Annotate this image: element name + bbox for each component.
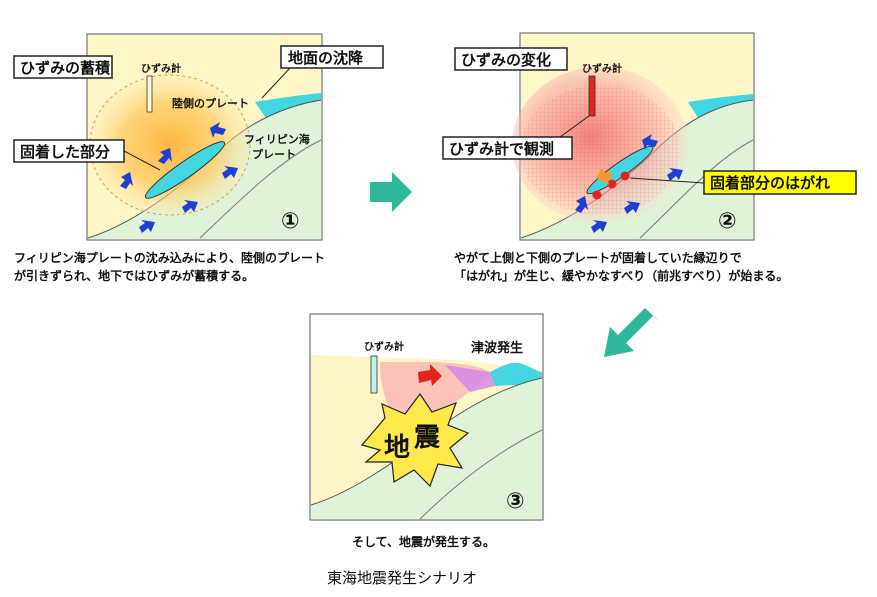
strainmeter bbox=[370, 355, 378, 394]
label-observe: ひずみ計で観測 bbox=[449, 140, 554, 158]
caption-1-line-2: が引きずられ、地下ではひずみが蓄積する。 bbox=[14, 268, 254, 283]
earthquake-burst bbox=[360, 392, 470, 488]
blue-arrow bbox=[120, 172, 133, 189]
blue-arrow bbox=[667, 168, 683, 181]
peeling-point bbox=[592, 190, 602, 200]
caption-2-line-2: 「はがれ」が生じ、緩やかなすべり（前兆すべり）が始まる。 bbox=[454, 268, 788, 283]
label-box bbox=[13, 55, 113, 79]
panel-2: ひずみの変化 ひずみ計 ひずみ計で観測 固着部分のはがれ ② やがて上側と下側の… bbox=[442, 32, 857, 283]
blue-arrow bbox=[139, 220, 155, 233]
slip-arrow bbox=[418, 364, 442, 386]
blue-arrow bbox=[624, 201, 640, 214]
label-strainmeter: ひずみ計 bbox=[141, 62, 181, 75]
locked-zone bbox=[144, 141, 226, 199]
label-box bbox=[454, 47, 568, 71]
orange-arrow bbox=[596, 168, 612, 185]
label-tsunami: 津波発生 bbox=[471, 340, 523, 356]
flow-arrow-right bbox=[370, 172, 412, 212]
blue-arrow bbox=[575, 196, 588, 213]
blue-arrow bbox=[158, 148, 172, 164]
label-locked: 固着した部分 bbox=[20, 143, 110, 161]
panel-3: 地 震 ひずみ計 津波発生 ③ そして、地震が発生する。 bbox=[309, 313, 544, 549]
blue-arrow bbox=[210, 122, 226, 138]
label-land-plate: 陸側のプレート bbox=[172, 96, 249, 110]
peeling-point bbox=[607, 179, 617, 189]
panel-number-3: ③ bbox=[506, 489, 525, 514]
tsunami-wave bbox=[490, 362, 542, 386]
blue-arrow bbox=[222, 166, 238, 179]
label-strainmeter: ひずみ計 bbox=[582, 62, 622, 75]
label-strain-change: ひずみの変化 bbox=[461, 51, 551, 69]
label-quake-2: 震 bbox=[414, 423, 441, 453]
label-philippine-2: プレート bbox=[252, 147, 296, 161]
label-quake-1: 地 bbox=[384, 433, 410, 463]
blue-arrow bbox=[182, 200, 198, 213]
flow-arrow-down-left bbox=[604, 308, 660, 357]
caption-1-line-1: フィリピン海プレートの沈み込みにより、陸側のプレート bbox=[14, 250, 325, 265]
label-subsidence: 地面の沈降 bbox=[288, 49, 364, 67]
panel-number-1: ① bbox=[281, 209, 300, 234]
panel-number-2: ② bbox=[718, 209, 737, 234]
panel-1: ひずみの蓄積 ひずみ計 地面の沈降 陸側のプレート フィリピン海 プレート 固着… bbox=[13, 33, 384, 283]
label-peeling: 固着部分のはがれ bbox=[710, 174, 830, 192]
label-box bbox=[280, 45, 384, 69]
label-strainmeter: ひずみ計 bbox=[364, 340, 404, 353]
label-box bbox=[442, 136, 573, 160]
peeling-point bbox=[620, 171, 630, 181]
strainmeter bbox=[146, 75, 153, 113]
label-philippine-1: フィリピン海 bbox=[244, 132, 310, 146]
uplift-zone bbox=[445, 365, 495, 392]
label-strain-accum: ひずみの蓄積 bbox=[20, 59, 111, 77]
strainmeter bbox=[588, 75, 596, 117]
blue-arrow bbox=[591, 220, 607, 233]
motion-arrows bbox=[120, 122, 238, 233]
caption-2-line-1: やがて上側と下側のプレートが固着していた縁辺りで bbox=[454, 250, 742, 265]
blue-arrow bbox=[642, 134, 658, 150]
caption-3: そして、地震が発生する。 bbox=[352, 534, 495, 549]
diagram-title: 東海地震発生シナリオ bbox=[327, 569, 477, 587]
